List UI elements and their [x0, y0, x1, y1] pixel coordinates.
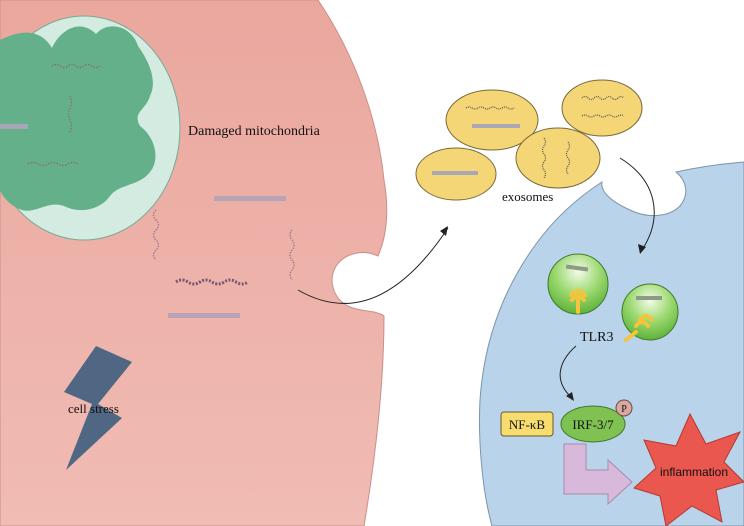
- mitochondrial-dna-fragment: [0, 124, 28, 129]
- mtdna-strand: [289, 229, 295, 281]
- endosome: [621, 283, 679, 342]
- inflammation-star-icon: [633, 412, 744, 526]
- signaling-arrowhead: [566, 392, 574, 401]
- exosome: [561, 79, 643, 137]
- inflammation-label: inflammation: [660, 465, 728, 479]
- uptake-arrow: [619, 157, 655, 251]
- signaling-arrow: [559, 345, 577, 399]
- tlr3-receptor: [624, 314, 654, 342]
- exosomes-label: exosomes: [502, 189, 553, 204]
- cell-stress-lightning-icon: [64, 346, 132, 470]
- mitochondrial-dna-strand: [51, 63, 101, 69]
- exosome: [415, 147, 497, 201]
- cell-stress-label: cell stress: [68, 401, 119, 416]
- damaged-mitochondrion: [0, 15, 181, 241]
- mtdna-strand: [152, 209, 160, 261]
- irf-label: IRF-3/7: [572, 417, 614, 432]
- phospho-circle: [615, 399, 633, 417]
- tlr3-label: TLR3: [580, 330, 613, 345]
- endosome: [547, 253, 609, 315]
- mitochondrion-cristae: [0, 26, 156, 211]
- nfkb-label: NF-κB: [509, 417, 545, 432]
- nfkb-box: [500, 411, 554, 437]
- mtdna-strand: [175, 278, 249, 286]
- mtdna-fragment: [168, 313, 240, 318]
- transcription-arrow: [563, 443, 633, 506]
- damaged-mitochondria-label: Damaged mitochondria: [188, 124, 321, 139]
- exosome: [445, 89, 539, 151]
- mitochondrial-dna-strand: [27, 161, 79, 167]
- mitochondrial-dna-strand: [67, 95, 73, 133]
- irf-node: [560, 405, 626, 443]
- secretion-arrow: [297, 227, 449, 304]
- phospho-label: P: [621, 404, 627, 415]
- exosome: [515, 127, 601, 189]
- tlr3-receptor: [569, 289, 587, 314]
- secretion-arrowhead: [440, 226, 448, 236]
- mtdna-fragment: [214, 196, 286, 201]
- uptake-arrowhead: [638, 244, 646, 254]
